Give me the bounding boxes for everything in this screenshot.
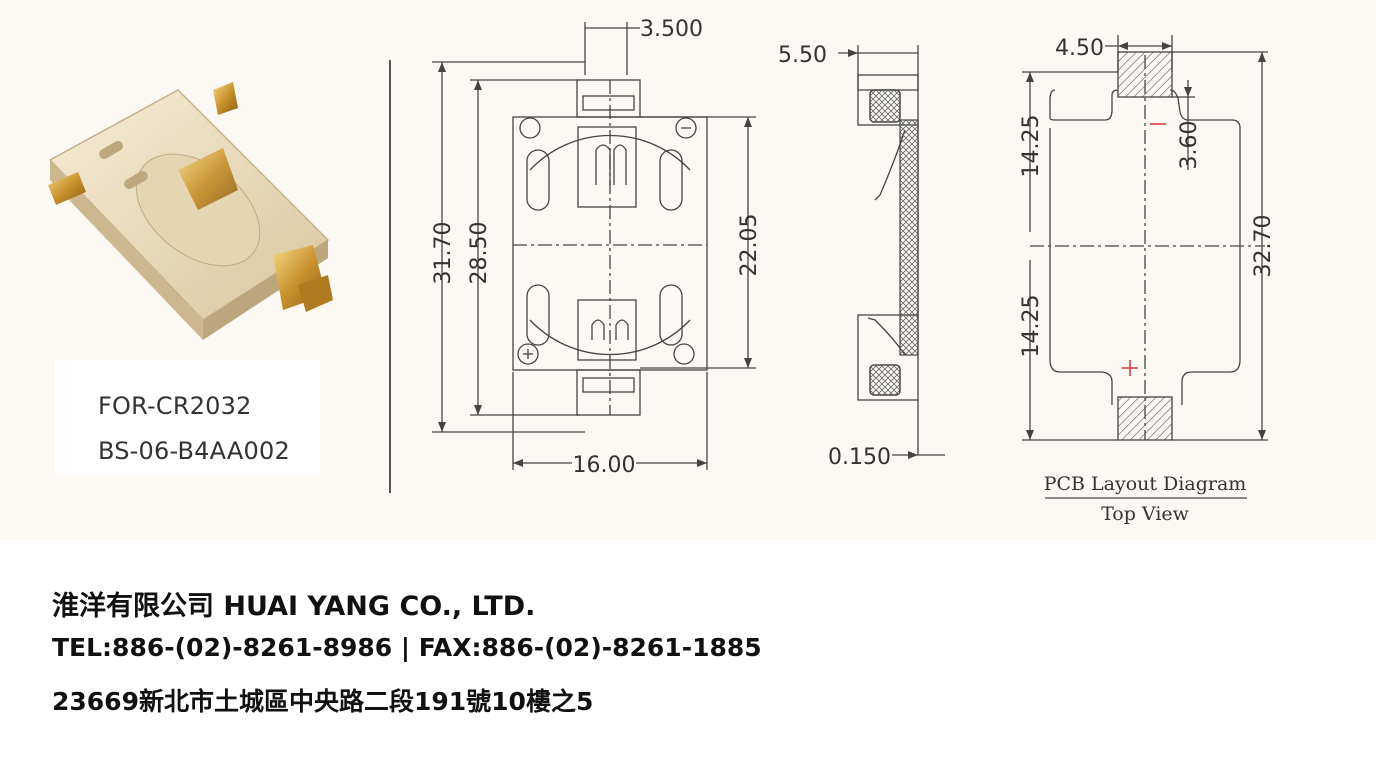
dim-center-length: 22.05 [737, 214, 762, 277]
dim-overall-length: 31.70 [431, 222, 456, 285]
part-series-label: FOR-CR2032 [98, 392, 252, 420]
dim-thickness: 0.150 [828, 445, 891, 470]
technical-drawing: 31.70 28.50 22.05 16.00 3.500 5.50 0.150 [389, 17, 1276, 525]
part-label-panel [55, 360, 320, 475]
top-view-arrows [438, 62, 752, 467]
pcb-pad-top [1117, 51, 1173, 98]
part-number-label: BS-06-B4AA002 [98, 437, 290, 465]
pcb-diagram-title: PCB Layout Diagram [1044, 473, 1247, 495]
company-contact: TEL:886-(02)-8261-8986 | FAX:886-(02)-82… [52, 633, 762, 662]
dim-contact-width: 3.500 [640, 17, 703, 42]
dim-lower-half: 14.25 [1019, 295, 1044, 358]
top-view [432, 22, 756, 470]
company-footer [0, 540, 1376, 776]
pcb-polarity-marks [1122, 123, 1166, 376]
company-address: 23669新北市土城區中央路二段191號10樓之5 [52, 687, 594, 716]
dim-inner-length: 28.50 [467, 222, 492, 285]
dim-width: 16.00 [573, 453, 636, 478]
pcb-pad-bottom [1117, 396, 1173, 441]
dim-upper-half: 14.25 [1019, 115, 1044, 178]
pcb-diagram-subtitle: Top View [1101, 503, 1190, 525]
side-view-base [899, 119, 919, 356]
company-name: 淮洋有限公司 HUAI YANG CO., LTD. [52, 591, 536, 622]
pcb-layout [1022, 35, 1268, 441]
product-photo [28, 60, 348, 360]
dim-pad-width: 4.50 [1055, 36, 1104, 61]
dim-pad-height: 3.60 [1177, 121, 1202, 170]
dim-contact-offset: 5.50 [778, 43, 827, 68]
dim-total-length: 32.70 [1251, 215, 1276, 278]
